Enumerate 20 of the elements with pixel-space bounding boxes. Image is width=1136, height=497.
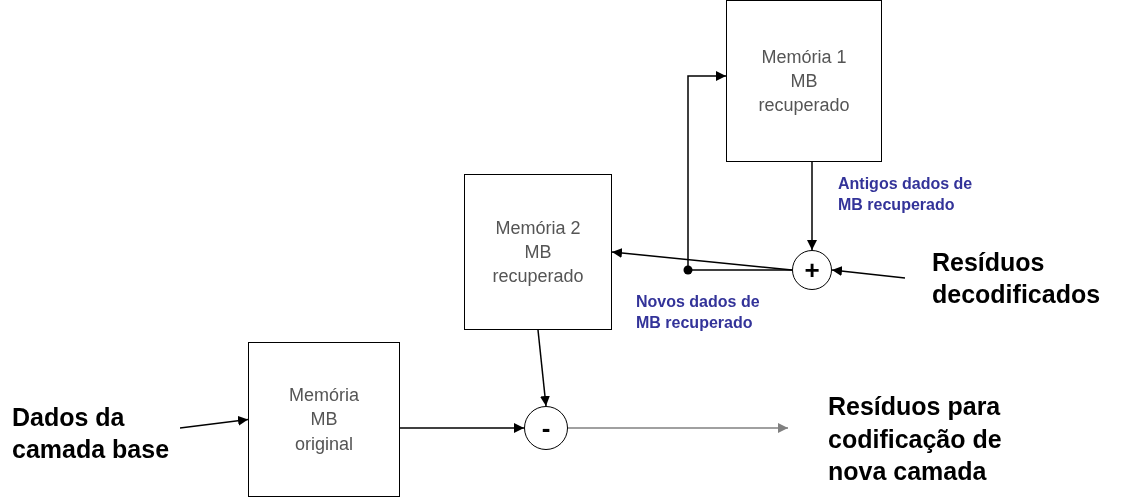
arrow <box>831 266 906 279</box>
arrow <box>687 71 793 271</box>
box-label: Memória 1 MB recuperado <box>757 45 851 118</box>
summing-junction <box>792 250 832 290</box>
summing-junction <box>524 406 568 450</box>
operator-sign: + <box>804 257 820 283</box>
memory-box <box>248 342 400 497</box>
box-label: Memória MB original <box>288 384 360 456</box>
text-label: Resíduos para codificação de nova camada <box>828 391 1003 488</box>
arrow <box>807 161 817 251</box>
text-label: Dados da camada base <box>12 401 171 465</box>
arrow <box>567 423 789 433</box>
arrow <box>179 415 249 429</box>
box-label: Memória 2 MB recuperado <box>491 216 585 289</box>
arrow <box>537 329 550 407</box>
memory-box <box>726 0 882 162</box>
text-label: Resíduos decodificados <box>932 246 1102 310</box>
operator-sign: - <box>541 415 551 441</box>
memory-box <box>464 174 612 330</box>
arrow <box>399 423 525 433</box>
